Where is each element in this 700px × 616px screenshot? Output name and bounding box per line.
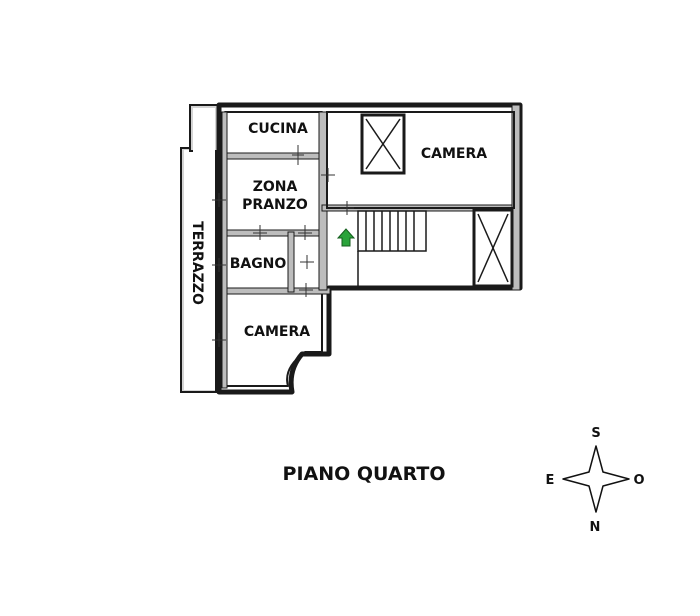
room-label-bagno: BAGNO — [230, 256, 287, 272]
floor-title: PIANO QUARTO — [283, 463, 446, 485]
room-label-cucina: CUCINA — [248, 121, 308, 137]
up-arrow-icon — [336, 228, 356, 247]
room-label-zona: ZONA — [253, 179, 298, 195]
room-label-camera-bottom: CAMERA — [244, 324, 310, 340]
right-block — [326, 111, 515, 288]
compass-rose-icon: S N E O — [546, 426, 645, 535]
compass-south: S — [591, 426, 600, 441]
compass-west: O — [633, 473, 644, 488]
room-label-pranzo: PRANZO — [242, 197, 308, 213]
stairs — [357, 210, 427, 288]
compass-north: N — [590, 520, 601, 535]
terrace-label: TERRAZZO — [189, 221, 205, 305]
terrace — [180, 104, 220, 393]
room-label-camera-top: CAMERA — [421, 146, 487, 162]
outer-walls — [216, 102, 523, 395]
compass-east: E — [546, 473, 555, 488]
door-marks — [212, 145, 354, 347]
